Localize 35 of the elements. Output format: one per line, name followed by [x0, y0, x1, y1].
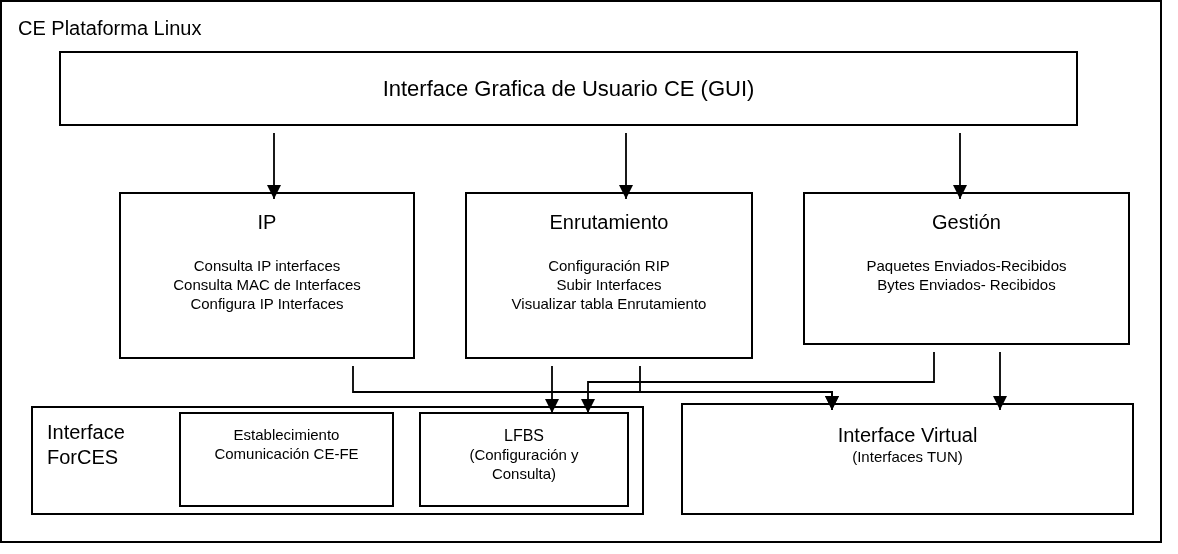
- arrow: [581, 351, 935, 414]
- box-text: (Interfaces TUN): [852, 448, 963, 467]
- arrow: [953, 132, 967, 200]
- box-heading: Establecimiento Comunicación CE-FE: [213, 426, 360, 464]
- box-heading: Interface Grafica de Usuario CE (GUI): [382, 75, 755, 103]
- box-heading: Gestión: [932, 210, 1001, 235]
- forces-frame: [31, 406, 644, 515]
- submodule-box: [419, 412, 629, 507]
- box-text: (Configuración y Consulta): [468, 446, 580, 484]
- box-heading: CE Plataforma Linux: [18, 16, 202, 41]
- box-text: Visualizar tabla Enrutamiento: [511, 294, 707, 314]
- box-text: Consulta IP interfaces: [193, 257, 341, 276]
- module-box: [681, 403, 1134, 515]
- box-text: Configura IP Interfaces: [190, 294, 344, 314]
- arrow: [267, 132, 281, 200]
- box-heading: IP: [257, 210, 277, 235]
- arrow: [619, 132, 633, 200]
- module-box: [803, 192, 1130, 345]
- box-text: Paquetes Enviados-Recibidos: [866, 257, 1067, 276]
- arrow: [993, 351, 1007, 411]
- box-text: Consulta MAC de Interfaces: [173, 275, 361, 295]
- module-box: [465, 192, 753, 359]
- box-heading: Interface Virtual: [837, 423, 978, 448]
- gui-box: [59, 51, 1078, 126]
- submodule-box: [179, 412, 394, 507]
- box-heading: Enrutamiento: [549, 210, 669, 235]
- module-box: [119, 192, 415, 359]
- box-text: Subir Interfaces: [556, 275, 662, 295]
- platform-frame: [0, 0, 1162, 543]
- box-heading: Interface ForCES: [47, 420, 126, 470]
- box-heading: LFBS: [504, 426, 544, 446]
- arrow: [545, 365, 559, 414]
- box-text: Bytes Enviados- Recibidos: [877, 275, 1056, 295]
- arrow: [639, 365, 839, 411]
- box-text: Configuración RIP: [548, 257, 670, 276]
